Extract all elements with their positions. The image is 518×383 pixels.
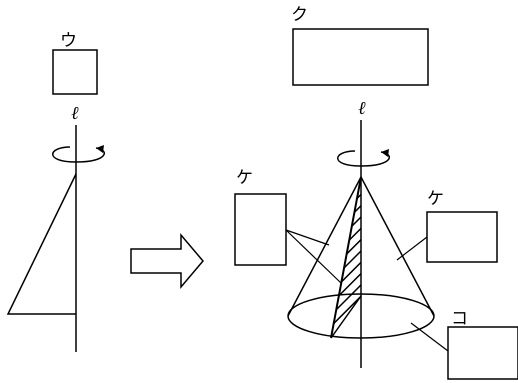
left-answer-box[interactable]	[52, 49, 98, 95]
left-ke-answer-box[interactable]	[234, 193, 287, 266]
top-answer-box[interactable]	[292, 28, 429, 86]
right-ke-leader	[396, 236, 428, 261]
right-arrow-icon	[130, 232, 204, 290]
cone-right-side	[360, 176, 435, 317]
left-ke-leader-1	[285, 229, 330, 246]
right-rotation-arrowhead	[381, 149, 389, 157]
cone-left-side	[287, 176, 362, 317]
left-rotation-arrow	[52, 146, 106, 163]
right-rotation-arrow	[337, 150, 391, 167]
ko-leader	[410, 322, 449, 352]
left-rotation-arrowhead	[96, 145, 104, 153]
right-ke-label: ケ	[427, 189, 444, 209]
left-ke-label: ケ	[236, 168, 253, 188]
ko-answer-box[interactable]	[447, 326, 518, 380]
left-box-label: ウ	[60, 31, 77, 51]
ko-label: コ	[451, 309, 468, 329]
right-axis-label: ℓ	[358, 98, 366, 119]
transform-arrow	[130, 232, 204, 290]
right-figure: ク ℓ ケ ケ	[234, 5, 518, 380]
left-axis-label: ℓ	[71, 103, 79, 124]
left-ke-leader-2	[285, 229, 342, 284]
left-figure: ウ ℓ	[6, 31, 106, 352]
cross-section-edge	[330, 176, 362, 339]
left-triangle	[6, 173, 77, 315]
cross-section-base-edge	[330, 295, 362, 339]
right-ke-answer-box[interactable]	[426, 211, 498, 263]
top-box-label: ク	[291, 5, 308, 25]
